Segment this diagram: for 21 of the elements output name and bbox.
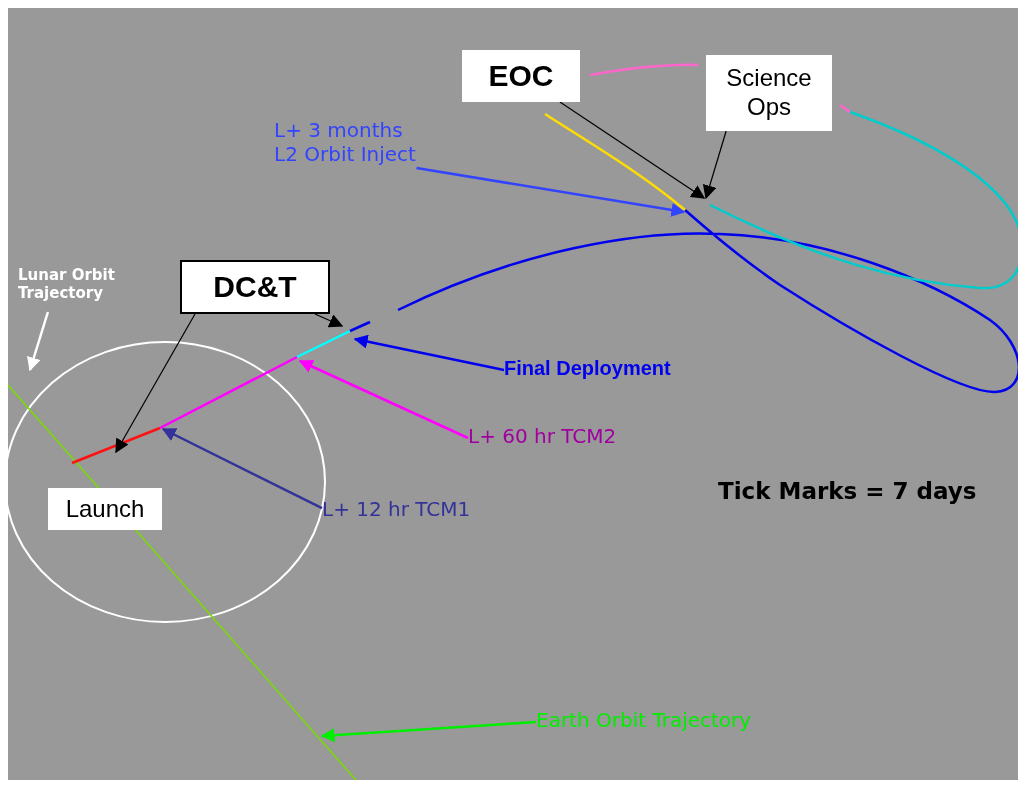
leader-arrow [320, 720, 537, 743]
annotation-text: L+ 12 hr TCM1 [322, 497, 504, 525]
annotation-text: L+ 60 hr TCM2 [468, 424, 638, 452]
callout-box: DC&T [180, 260, 330, 314]
callout-box: Science Ops [706, 55, 832, 131]
leader-arrow [559, 101, 706, 199]
leader-arrow [115, 313, 196, 454]
leader-arrow [353, 334, 505, 372]
callout-box: EOC [462, 50, 580, 102]
annotation-text: Final Deployment [504, 356, 698, 384]
leader-arrow [27, 311, 50, 372]
note-text: Tick Marks = 7 days [718, 478, 977, 504]
leader-arrow [702, 130, 727, 200]
leader-arrow [298, 359, 469, 440]
annotation-text: L+ 3 months L2 Orbit Inject [274, 118, 424, 168]
annotation-text: Lunar Orbit Trajectory [18, 266, 148, 312]
annotation-text: Earth Orbit Trajectory [536, 708, 796, 736]
leader-arrow [314, 313, 344, 328]
callout-box: Launch [48, 488, 162, 530]
leader-arrow [416, 166, 686, 217]
leader-arrow [161, 427, 323, 510]
